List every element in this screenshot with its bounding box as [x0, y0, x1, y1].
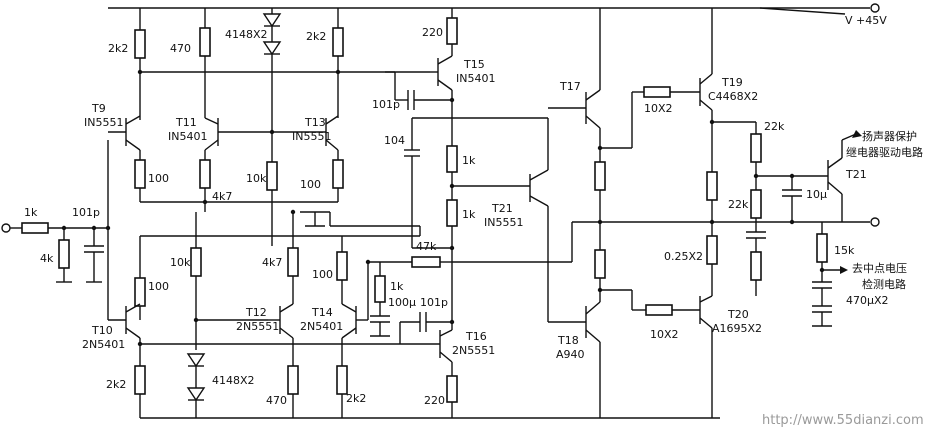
input-section: [1, 140, 111, 320]
label-t9-part: IN5551: [84, 116, 123, 129]
label-t17: T17: [559, 80, 581, 93]
label-d-top: 4148X2: [225, 28, 268, 41]
label-t20-part: A1695X2: [712, 322, 762, 335]
label-r-2k2-t10: 2k2: [106, 378, 126, 391]
label-r-220-t15: 220: [422, 26, 443, 39]
label-r-100-t10: 100: [148, 280, 169, 293]
watermark: http://www.55dianzi.com: [762, 413, 924, 428]
midpoint-branch: [812, 222, 848, 327]
bottom-stage: [108, 209, 458, 418]
label-t21-mid-part: IN5551: [484, 216, 523, 229]
label-detect-circuit: 检测电路: [862, 277, 906, 291]
label-r-10k-bot: 10k: [170, 256, 191, 269]
t15-stage: [385, 8, 549, 330]
label-t19: T19: [721, 76, 743, 89]
label-r-470-bot: 470: [266, 394, 287, 407]
label-t12: T12: [245, 306, 267, 319]
protection-branch: [712, 121, 862, 296]
label-t16-part: 2N5551: [452, 344, 495, 357]
label-r-220-t16: 220: [424, 394, 445, 407]
label-t18: T18: [557, 334, 579, 347]
label-c-in: 101p: [72, 206, 100, 219]
label-t14: T14: [311, 306, 333, 319]
label-r-in: 1k: [24, 206, 38, 219]
label-r-1k-b: 1k: [462, 208, 476, 221]
label-c-470u: 470μX2: [846, 294, 889, 307]
label-t10: T10: [91, 324, 113, 337]
label-c-100u: 100μ: [388, 296, 416, 309]
label-r-1k-mid: 1k: [390, 280, 404, 293]
label-t21-mid: T21: [491, 202, 513, 215]
label-t19-part: C4468X2: [708, 90, 758, 103]
label-r-22k-a: 22k: [764, 120, 785, 133]
label-r-15k: 15k: [834, 244, 855, 257]
label-r-47k: 47k: [416, 240, 437, 253]
positive-rail: [108, 3, 880, 15]
label-r-100-t9: 100: [148, 172, 169, 185]
label-c-101p-bot: 101p: [420, 296, 448, 309]
label-r-4k7-bot: 4k7: [262, 256, 282, 269]
label-t10-part: 2N5401: [82, 338, 125, 351]
label-c-10u: 10μ: [806, 188, 827, 201]
label-t21-right: T21: [845, 168, 867, 181]
label-r-2k2-t9: 2k2: [108, 42, 128, 55]
label-r-025x2: 0.25X2: [664, 250, 703, 263]
label-t15: T15: [463, 58, 485, 71]
label-r-2k2-t13: 2k2: [306, 30, 326, 43]
top-stage-wires: [108, 8, 430, 246]
label-t12-part: 2N5551: [236, 320, 279, 333]
label-t9: T9: [91, 102, 106, 115]
label-r-100-t13: 100: [300, 178, 321, 191]
label-t14-part: 2N5401: [300, 320, 343, 333]
label-r-4k: 4k: [40, 252, 54, 265]
label-t13: T13: [304, 116, 326, 129]
label-r-470-t11: 470: [170, 42, 191, 55]
label-t13-part: IN5551: [292, 130, 331, 143]
label-r-1k-a: 1k: [462, 154, 476, 167]
supply-label: V +45V: [845, 14, 887, 27]
label-d-bot: 4148X2: [212, 374, 255, 387]
label-r-4k7-top: 4k7: [212, 190, 232, 203]
label-mid-point: 去中点电压: [852, 262, 907, 275]
label-c-101p-top: 101p: [372, 98, 400, 111]
label-t15-part: IN5401: [456, 72, 495, 85]
label-t16: T16: [465, 330, 487, 343]
label-spk-protect: 扬声器保护: [862, 129, 917, 143]
output-stage: [452, 8, 880, 418]
label-r-2k2-bot: 2k2: [346, 392, 366, 405]
label-r-22k-b: 22k: [728, 198, 749, 211]
label-t20: T20: [727, 308, 749, 321]
label-r-10x2-bot: 10X2: [650, 328, 679, 341]
label-r-10k-top: 10k: [246, 172, 267, 185]
label-t11: T11: [175, 116, 197, 129]
label-t18-part: A940: [556, 348, 585, 361]
label-relay-drive: 继电器驱动电路: [846, 146, 923, 159]
label-t11-part: IN5401: [168, 130, 207, 143]
label-r-10x2-top: 10X2: [644, 102, 673, 115]
label-c-104: 104: [384, 134, 405, 147]
label-r-100-t14: 100: [312, 268, 333, 281]
